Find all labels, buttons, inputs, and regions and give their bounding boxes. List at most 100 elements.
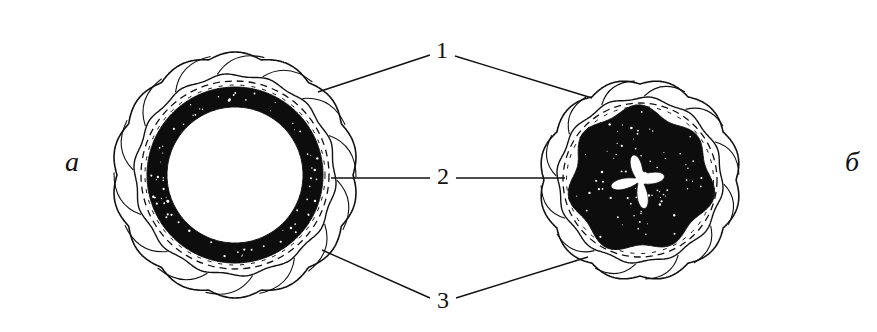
speckle [700,186,702,188]
speckle [160,161,161,162]
speckle [602,188,604,190]
speckle [635,188,636,189]
speckle [163,202,165,204]
speckle [576,196,577,197]
speckle [650,161,652,163]
leader-lines [318,55,592,298]
fiber-line [644,86,685,96]
speckle [167,213,169,215]
speckle [228,98,230,100]
speckle [202,109,203,110]
speckle [280,241,282,243]
speckle [689,136,691,138]
dashed-line [141,81,329,269]
speckle [657,189,659,191]
speckle [586,210,588,212]
callout-number: 1 [436,38,448,62]
speckle [637,130,639,132]
speckle [166,200,169,203]
speckle [666,189,668,191]
speckle [665,158,666,159]
speckle [645,233,646,234]
speckle [630,127,633,130]
speckle [195,114,197,116]
speckle [625,170,627,172]
speckle [687,167,689,169]
dashed-line [145,85,325,265]
speckle [245,99,247,101]
speckle [178,221,180,223]
inner-layer [147,87,323,263]
speckle [615,154,616,155]
speckle [162,152,163,153]
speckle [627,197,629,199]
speckle [242,254,243,255]
speckle [294,223,296,225]
speckle [648,194,650,196]
speckle [617,143,618,144]
speckle [588,192,590,194]
speckle [610,197,612,199]
speckle [233,94,235,96]
fiber-line [546,135,556,176]
speckle [659,191,660,192]
speckle [223,255,225,257]
speckle [156,203,158,205]
speckle [167,200,170,203]
speckle [633,215,635,217]
speckle [218,96,219,97]
callout-number: 3 [437,288,449,312]
fiber-line [217,56,264,75]
callout-number: 2 [437,164,449,188]
speckle [660,197,661,198]
speckle [290,227,293,230]
speckle [251,249,253,251]
speckle [601,171,604,174]
middle-layer [134,74,336,276]
fiber-line [595,264,636,274]
speckle [311,167,312,168]
speckle [621,145,623,147]
speckle [663,152,664,153]
speckle [310,177,312,179]
speckle [314,170,315,171]
speckle [692,181,693,182]
vessel-narrowed [541,81,739,279]
speckle [294,129,295,130]
speckle [640,213,642,215]
speckle [656,167,658,169]
speckle [635,148,637,150]
speckle [617,131,618,132]
dashed-line [563,103,717,257]
speckle [150,175,152,177]
speckle [674,233,676,235]
speckle [649,128,650,129]
vessel-normal [114,52,356,298]
speckle [598,188,600,190]
fiber-line [121,120,133,170]
speckle [306,198,308,200]
speckle [295,231,297,233]
speckle [609,123,611,125]
fiber-line [724,184,734,225]
speckle [310,155,311,156]
speckle [314,200,317,203]
speckle [639,221,641,223]
middle-layer [557,97,723,263]
speckle [596,180,597,181]
speckle [673,214,675,216]
speckle [602,181,604,183]
speckle [613,158,614,159]
speckle [687,188,688,189]
inner-layer [568,105,714,250]
speckle [637,228,639,230]
speckle [162,188,164,190]
speckle [660,200,662,202]
speckle [157,176,159,178]
speckle [282,230,283,231]
outer-layer [114,52,356,298]
speckle [190,104,191,105]
speckle [166,197,167,198]
speckle [188,230,190,232]
speckle [210,241,212,243]
